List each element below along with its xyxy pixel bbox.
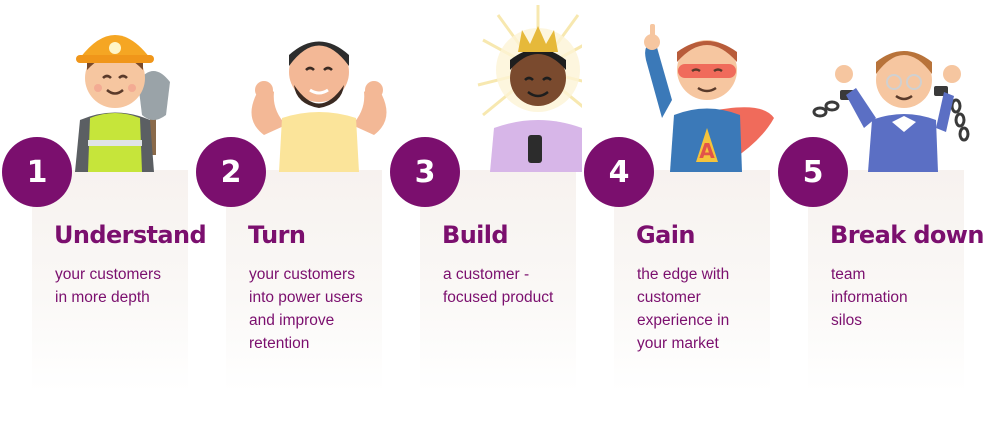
step-number-badge: 1 — [2, 137, 72, 207]
construction-worker-icon — [75, 35, 170, 172]
step-description: your customers into power users and impr… — [249, 263, 387, 355]
step-description-line: in more depth — [55, 289, 150, 306]
step-description-line: and improve — [249, 312, 335, 329]
step-title: Build — [442, 221, 509, 249]
step-description: a customer - focused product — [443, 263, 581, 309]
step-1: 1 Understand your customers in more dept… — [0, 0, 207, 433]
step-number-badge: 2 — [196, 137, 266, 207]
step-description-line: into power users — [249, 289, 363, 306]
step-description-line: team — [831, 266, 866, 283]
step-description-line: information — [831, 289, 908, 306]
step-5: 5 Break down team information silos — [776, 0, 984, 433]
step-description-line: focused product — [443, 289, 554, 306]
superhero-icon: A — [644, 24, 774, 172]
strong-man-icon — [251, 41, 387, 172]
step-card — [420, 170, 576, 392]
step-3: 3 Build a customer - focused product — [388, 0, 582, 433]
step-4: A 4 Gain the edge with customer experien… — [582, 0, 776, 433]
step-description-line: retention — [249, 335, 310, 352]
step-2: 2 Turn your customers into power users a… — [194, 0, 388, 433]
step-title: Break down — [830, 221, 984, 249]
step-description-line: silos — [831, 312, 863, 329]
step-card — [32, 170, 188, 392]
step-number-badge: 4 — [584, 137, 654, 207]
step-title: Gain — [636, 221, 695, 249]
step-card — [226, 170, 382, 392]
step-description-line: your customers — [249, 266, 355, 283]
step-description-line: the edge with — [637, 266, 730, 283]
crowned-person-icon — [477, 5, 582, 172]
step-description-line: your customers — [55, 266, 161, 283]
step-description-line: customer — [637, 289, 701, 306]
step-title: Understand — [54, 221, 207, 249]
svg-text:A: A — [699, 139, 715, 163]
step-number-badge: 5 — [778, 137, 848, 207]
step-description: the edge with customer experience in you… — [637, 263, 775, 355]
broken-chains-person-icon — [812, 51, 970, 172]
step-description-line: experience in — [637, 312, 730, 329]
step-card — [614, 170, 770, 392]
step-description-line: your market — [637, 335, 719, 352]
step-title: Turn — [248, 221, 306, 249]
step-description: team information silos — [831, 263, 969, 332]
step-card — [808, 170, 964, 392]
step-number-badge: 3 — [390, 137, 460, 207]
step-description: your customers in more depth — [55, 263, 193, 309]
step-description-line: a customer - — [443, 266, 530, 283]
